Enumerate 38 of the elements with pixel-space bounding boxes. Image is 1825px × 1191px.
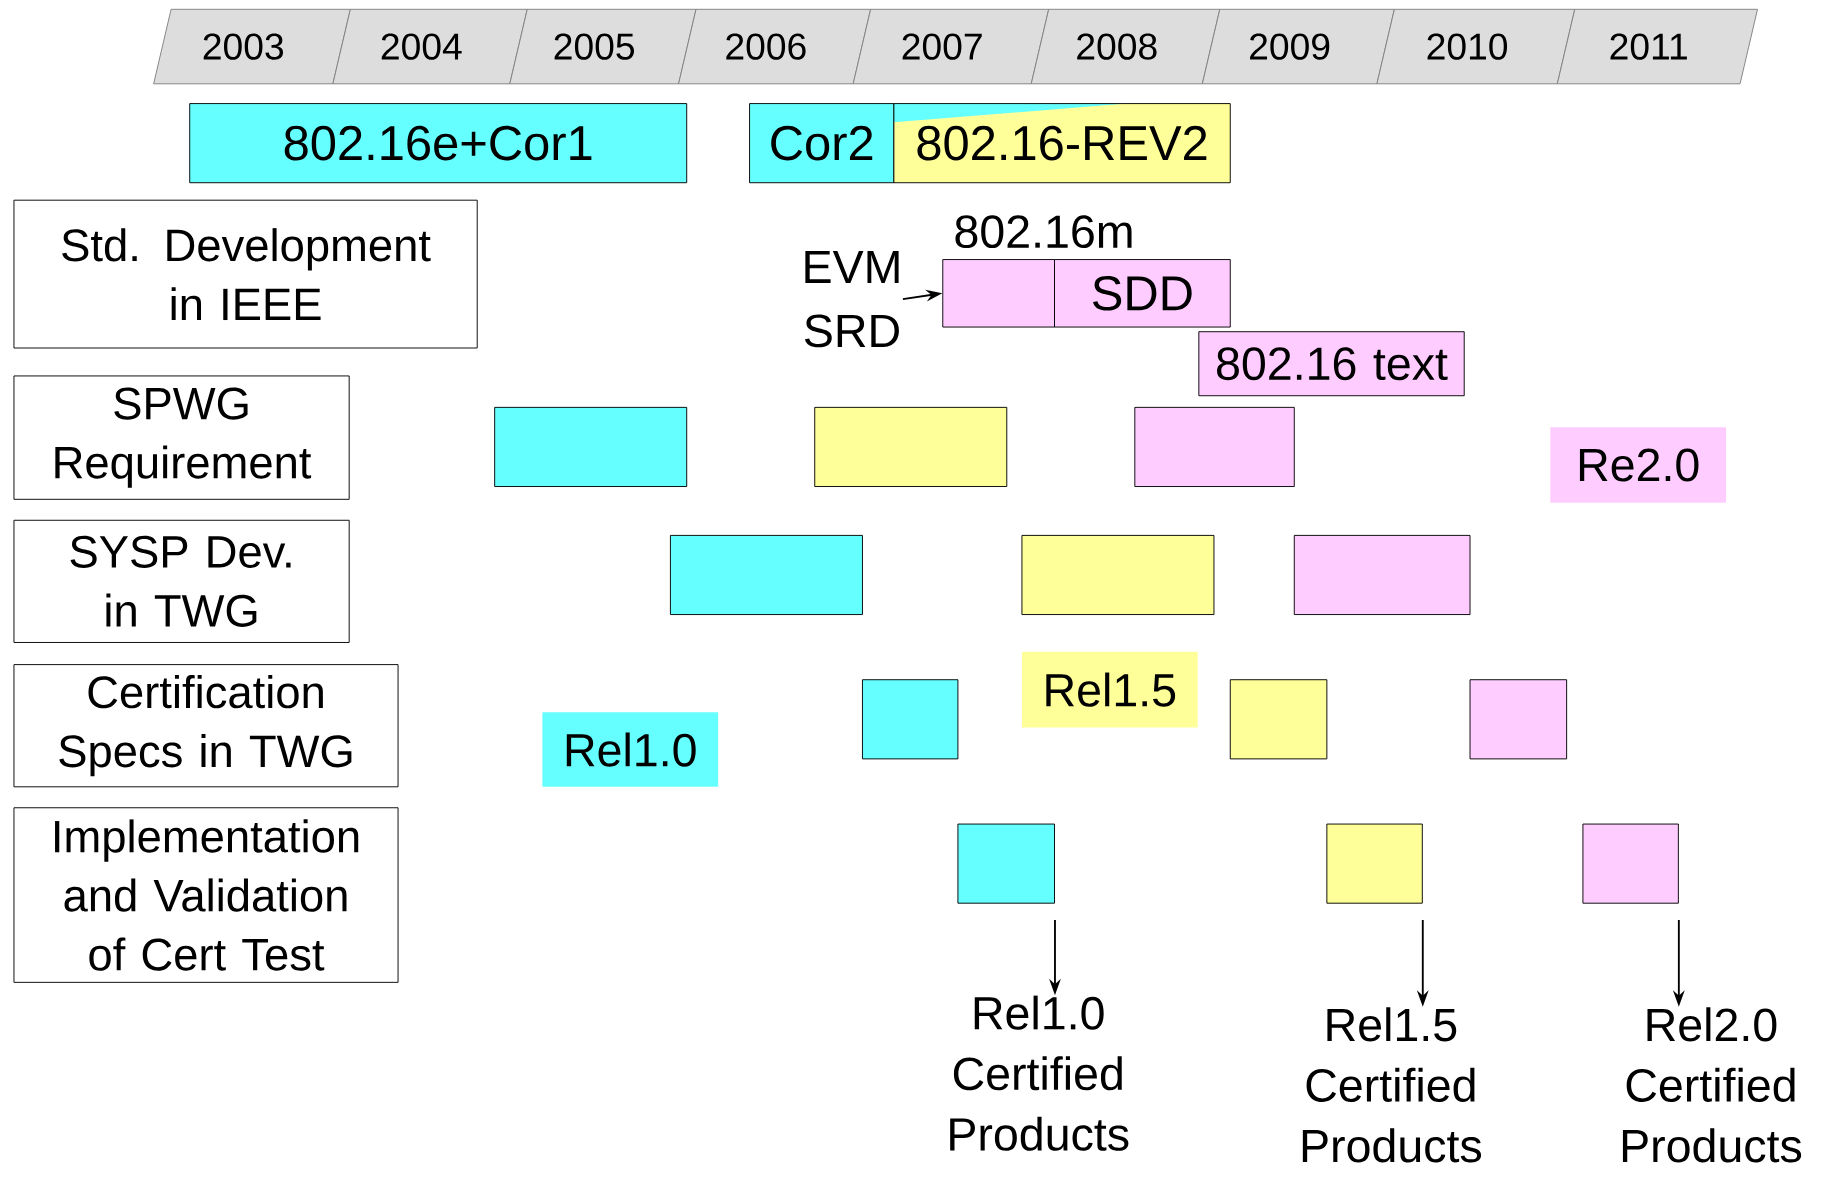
timeline-box: Std. Development in IEEE [13, 199, 478, 349]
timeline-box [1134, 407, 1295, 488]
timeline-box: Cor2 [749, 103, 895, 184]
year-cell: 2007 [852, 9, 1050, 85]
timeline-box: SYSP Dev. in TWG [13, 519, 350, 644]
timeline-box: Certification Specs in TWG [13, 664, 399, 788]
timeline-box: 802.16-REV2 [893, 103, 1231, 184]
timeline-box [957, 823, 1055, 904]
timeline-box [1021, 535, 1215, 616]
timeline-box: SPWG Requirement [13, 375, 350, 500]
timeline-box: Implementation and Validation of Cert Test [13, 807, 399, 983]
timeline-box: 802.16 text [1198, 331, 1465, 397]
year-cell: 2011 [1556, 9, 1758, 85]
year-cell: 2009 [1201, 9, 1395, 85]
year-cell: 2008 [1030, 9, 1221, 85]
timeline-box [1293, 535, 1471, 616]
timeline-box: 802.16e+Cor1 [189, 103, 688, 184]
year-cell: 2006 [678, 9, 872, 85]
timeline-box: SDD [1054, 259, 1231, 328]
timeline-box [1469, 679, 1568, 760]
milestone-text: Rel1.0 Certified Products [950, 995, 1129, 1151]
milestone-text: Rel1.5 Certified Products [1302, 1007, 1482, 1163]
milestone-text: Rel2.0 Certified Products [1622, 1007, 1802, 1163]
timeline-box [1229, 679, 1328, 760]
timeline-box [1582, 823, 1679, 904]
year-cell: 2010 [1376, 9, 1576, 85]
timeline-box: Rel1.0 [542, 712, 719, 787]
text-label: 802.16m [955, 215, 1132, 249]
timeline-box [1326, 823, 1423, 904]
year-cell: 2003 [153, 9, 351, 85]
timeline-box: Rel1.5 [1021, 651, 1198, 728]
timeline-box [669, 535, 863, 616]
timeline-box [942, 259, 1055, 328]
timeline-box [862, 679, 959, 760]
timeline-box: Re2.0 [1550, 427, 1727, 503]
timeline-box [494, 407, 688, 488]
text-label: EVM SRD [804, 251, 899, 348]
timeline-box [814, 407, 1008, 488]
